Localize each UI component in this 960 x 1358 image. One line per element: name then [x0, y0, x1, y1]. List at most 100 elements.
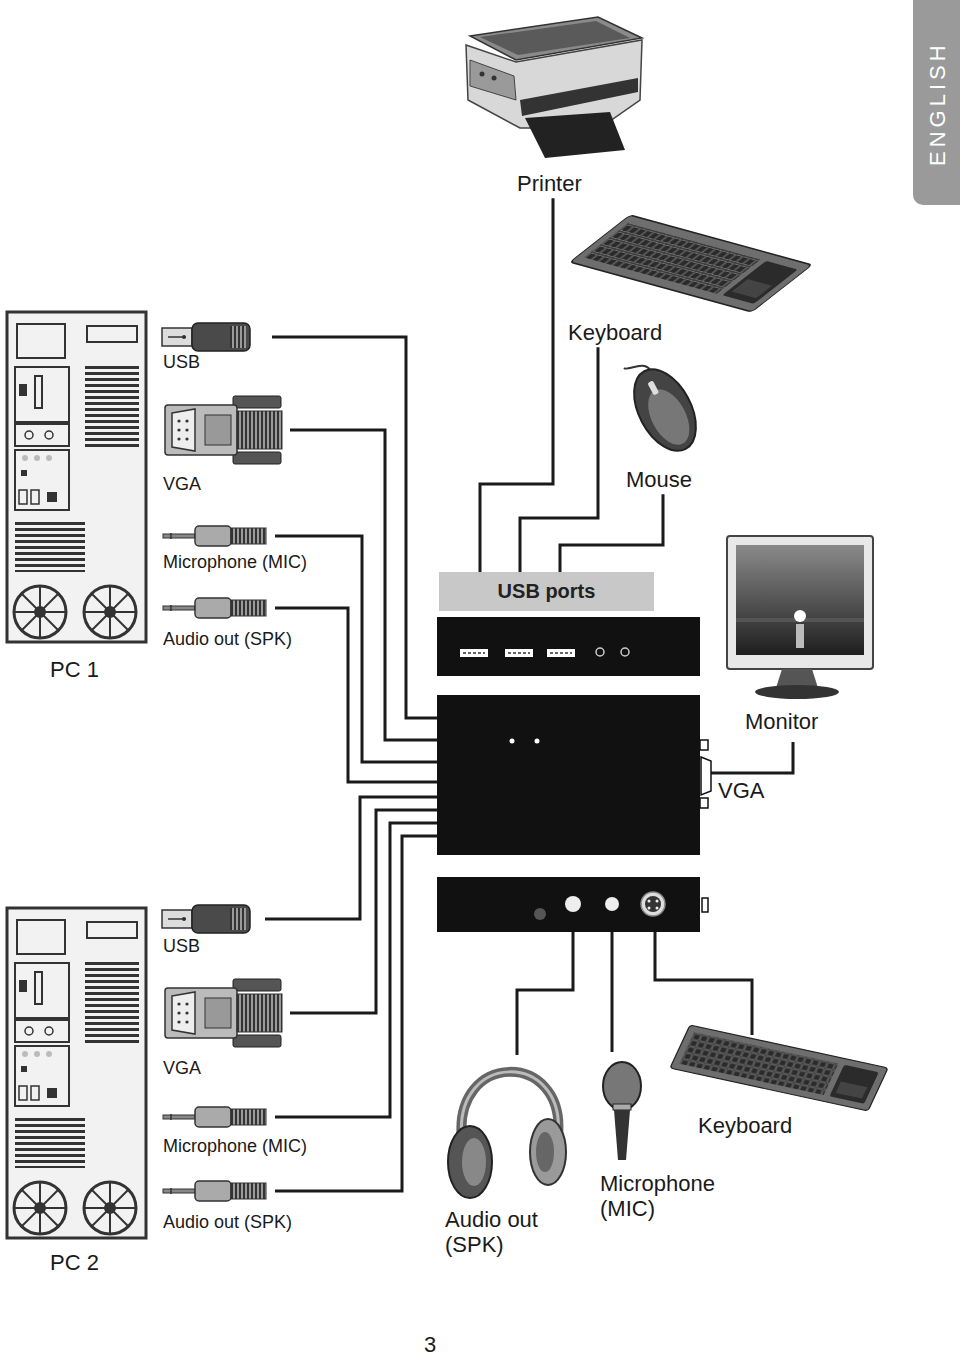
- headphones-image: [448, 1126, 492, 1198]
- kvm-switch: [648, 907, 651, 910]
- kvm-switch: [596, 648, 604, 656]
- headphones-image: [530, 1119, 566, 1185]
- monitor-image: [727, 536, 873, 669]
- kvm-switch: [510, 739, 515, 744]
- port-name: VGA: [163, 1058, 201, 1079]
- keyboard-image: [670, 1025, 888, 1111]
- mouse-image: [647, 380, 659, 395]
- device-name: Microphone (MIC): [600, 1171, 750, 1222]
- cable-plugs: [163, 1181, 266, 1201]
- keyboard-label: Keyboard: [698, 1113, 792, 1138]
- printer-image: [525, 112, 625, 158]
- cable-plugs: [165, 979, 282, 1047]
- kvm-switch: [437, 617, 700, 676]
- pc-tower: [7, 312, 146, 1238]
- pc-label: PC 1: [50, 657, 99, 682]
- language-tab-text: ENGLISH: [924, 42, 949, 167]
- device-name: Mouse: [626, 467, 692, 492]
- device-name: Monitor: [745, 709, 818, 734]
- cable-wire: [275, 823, 437, 1117]
- microphone-image: [603, 1062, 641, 1160]
- microphone-image: [614, 1110, 630, 1160]
- printer-image: [492, 76, 497, 81]
- monitor-label: Monitor: [745, 709, 818, 734]
- kvm-switch: [621, 648, 629, 656]
- cable-wire: [275, 608, 437, 782]
- monitor-image: [755, 685, 839, 699]
- usb-ports-band: USB ports: [439, 572, 654, 611]
- kvm-switch: [535, 739, 540, 744]
- cable-plugs: [162, 323, 250, 351]
- kvm-switch: [701, 757, 711, 795]
- keyboard-image: [570, 215, 812, 312]
- kvm-switch: [700, 798, 708, 808]
- kvm-switch: [645, 896, 661, 912]
- kvm-switch: [550, 652, 572, 654]
- monitor-image: [794, 610, 806, 622]
- kvm-switch: [656, 900, 659, 903]
- monitor-image: [796, 624, 804, 648]
- cable-connector: [560, 494, 663, 572]
- port-name: USB: [163, 936, 200, 957]
- cable-wire: [265, 797, 437, 919]
- pc-tower: [7, 908, 146, 1238]
- language-tab: [913, 0, 960, 205]
- mouse-image: [640, 383, 698, 452]
- cable-plugs: [165, 396, 282, 464]
- microphone-image: [603, 1062, 641, 1110]
- microphone-image: [613, 1104, 631, 1110]
- kvm-switch: [700, 740, 708, 750]
- device-name: PC 2: [50, 1250, 99, 1275]
- device-name: Keyboard: [568, 320, 662, 345]
- headphones-image: [448, 1072, 566, 1198]
- cable-wire: [655, 932, 752, 1035]
- mouse-image: [621, 359, 708, 461]
- port-name: USB: [163, 352, 200, 373]
- kvm-switch: [565, 896, 581, 912]
- kvm-switch: [437, 617, 711, 932]
- cable-plugs: [162, 323, 282, 1201]
- kvm-switch: [641, 892, 665, 916]
- kvm-switch: [437, 695, 700, 855]
- port-name: VGA: [718, 778, 764, 803]
- port-name: Microphone (MIC): [163, 1136, 307, 1157]
- keyboard-label: Keyboard: [568, 320, 662, 345]
- kvm-switch: [656, 907, 659, 910]
- device-name: Audio out (SPK): [445, 1207, 580, 1258]
- device-name: Keyboard: [698, 1113, 792, 1138]
- port-name: VGA: [163, 474, 201, 495]
- cable-wire: [290, 810, 437, 1013]
- kvm-switch: [702, 898, 708, 912]
- keyboard-image: [570, 215, 812, 312]
- mouse-label: Mouse: [626, 467, 692, 492]
- kvm-switch: [460, 649, 488, 657]
- monitor-image: [727, 536, 873, 699]
- cable-wire: [710, 742, 793, 773]
- mouse-image: [621, 359, 708, 461]
- cable-plugs: [163, 1107, 266, 1127]
- keyboard-image: [670, 1025, 888, 1111]
- cable-plugs: [162, 905, 250, 933]
- kvm-switch: [648, 900, 651, 903]
- headphones-label: Audio out (SPK): [445, 1207, 580, 1258]
- language-tab: [913, 0, 960, 205]
- cable-wire: [272, 337, 437, 718]
- printer-image: [480, 72, 485, 77]
- device-name: Printer: [517, 171, 582, 196]
- device-name: USB ports: [498, 580, 596, 603]
- printer-image: [470, 60, 516, 100]
- kvm-switch: [534, 908, 546, 920]
- printer-image: [520, 78, 638, 116]
- port-name: Audio out (SPK): [163, 1212, 292, 1233]
- headphones-image: [462, 1138, 486, 1186]
- cable-connector: [480, 198, 553, 572]
- printer-image: [466, 17, 642, 158]
- kvm-switch: [463, 652, 485, 654]
- cable-plugs: [163, 526, 266, 546]
- kvm-switch: [605, 897, 619, 911]
- port-name: Microphone (MIC): [163, 552, 307, 573]
- headphones-image: [536, 1132, 554, 1172]
- page-number: 3: [424, 1332, 436, 1357]
